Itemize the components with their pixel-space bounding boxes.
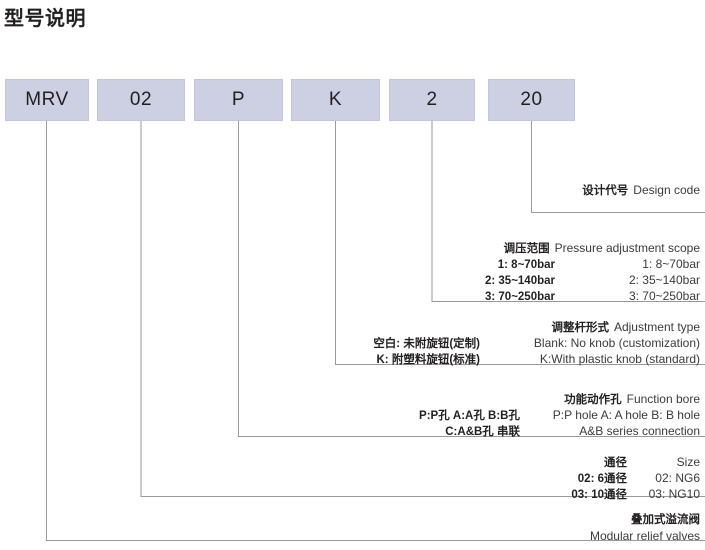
callout-value-en: 3: 70~250bar: [628, 289, 700, 303]
callout-value-cn: P:P孔 A:A孔 B:B孔: [419, 410, 520, 422]
code-box-label: 20: [520, 89, 543, 110]
callout-value-cn: C:A&B孔 串联: [445, 426, 520, 438]
callout-pressure-adjustment-scope: 调压范围 Pressure adjustment scope 1: 8~70ba…: [260, 241, 700, 305]
code-box-function-bore: P: [194, 79, 283, 121]
callout-modular-relief-valves: 叠加式溢流阀 Modular relief valves: [280, 511, 700, 544]
code-box-size: 02: [97, 79, 185, 121]
code-box-design-code: 20: [488, 79, 575, 121]
callout-value-cn: 2: 35~140bar: [484, 275, 555, 287]
callout-title-cn: 通径: [604, 457, 627, 469]
code-box-label: 2: [426, 89, 438, 110]
callout-title-en: Function bore: [626, 392, 700, 406]
callout-value-cn: 1: 8~70bar: [497, 259, 555, 271]
callout-value-en: 03: NG10: [648, 487, 700, 501]
callout-value-cn: 空白: 未附旋钮(定制): [373, 338, 480, 350]
callout-value-cn: 3: 70~250bar: [484, 291, 555, 303]
callout-design-code: 设计代号 Design code: [280, 183, 700, 199]
callout-title-en: Design code: [633, 183, 700, 197]
code-box-label: K: [328, 89, 343, 110]
callout-function-bore: 功能动作孔 Function bore P:P孔 A:A孔 B:B孔 P:P h…: [170, 392, 700, 440]
callout-size: 通径 Size 02: 6通径 02: NG6 03: 10通径 03: NG1…: [340, 455, 700, 503]
callout-value-en: K:With plastic knob (standard): [539, 352, 700, 366]
callout-value-en: 1: 8~70bar: [642, 257, 700, 271]
callout-value-en: Blank: No knob (customization): [533, 336, 700, 350]
code-box-pressure-scope: 2: [389, 79, 475, 121]
callout-title-cn: 叠加式溢流阀: [631, 514, 700, 526]
callout-value-en: 02: NG6: [655, 471, 700, 485]
callout-title-en: Pressure adjustment scope: [554, 241, 700, 255]
callout-title-cn: 设计代号: [582, 185, 629, 197]
callout-title-en: Size: [676, 455, 700, 469]
code-box-label: P: [231, 89, 246, 110]
callout-title-cn: 功能动作孔: [564, 394, 622, 406]
page-title: 型号说明: [4, 8, 86, 30]
callout-title-en: Adjustment type: [613, 320, 700, 334]
callout-adjustment-type: 调整杆形式 Adjustment type 空白: 未附旋钮(定制) Blank…: [170, 320, 700, 368]
code-box-mrv: MRV: [5, 79, 89, 121]
callout-value-en: 2: 35~140bar: [628, 273, 700, 287]
callout-title-cn: 调压范围: [503, 243, 550, 255]
callout-value-en: A&B series connection: [579, 424, 700, 438]
callout-value-cn: 03: 10通径: [571, 489, 627, 501]
model-code-boxes: MRV 02 P K 2 20: [0, 79, 705, 121]
callout-title-en: Modular relief valves: [589, 529, 700, 543]
leader-line-size: [140, 121, 705, 497]
callout-value-cn: K: 附塑料旋钮(标准): [376, 354, 481, 366]
callout-value-cn: 02: 6通径: [577, 473, 627, 485]
code-box-label: MRV: [25, 89, 69, 110]
callout-title-cn: 调整杆形式: [551, 322, 609, 334]
callout-value-en: P:P hole A: A hole B: B hole: [552, 408, 700, 422]
code-box-label: 02: [129, 89, 153, 110]
code-box-adjustment-type: K: [291, 79, 380, 121]
